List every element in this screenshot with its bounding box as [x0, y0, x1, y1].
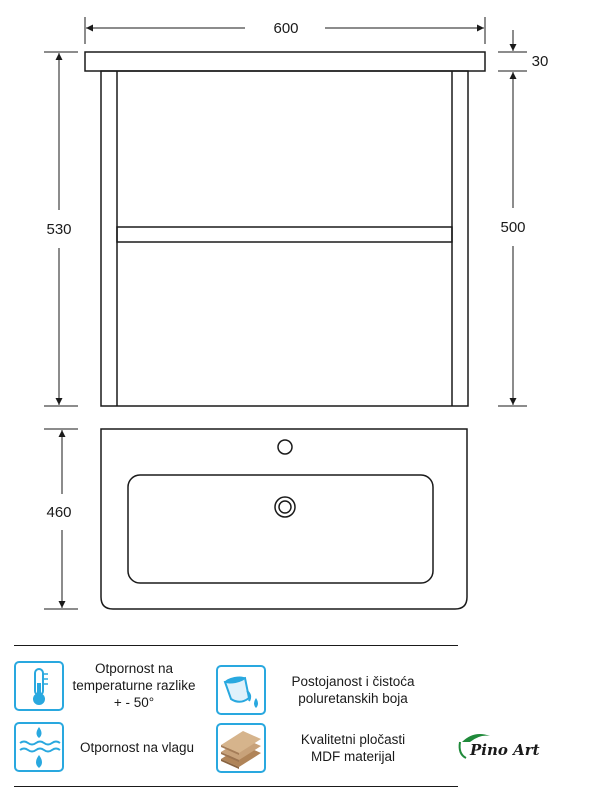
drain-inner — [278, 500, 292, 514]
width-dimension — [84, 17, 486, 44]
paint-bucket-icon — [216, 665, 266, 715]
features-bottom-divider — [14, 786, 458, 787]
cabinet-body — [100, 70, 469, 407]
feature-moisture: Otpornost na vlagu — [14, 722, 202, 772]
logo-text: Pino Art — [469, 741, 540, 759]
front-height-dimension — [498, 72, 527, 407]
top-thickness-dimension — [498, 30, 527, 72]
feature-mdf: Kvalitetni pločasti MDF materijal — [216, 723, 418, 773]
countertop — [84, 51, 486, 72]
faucet-hole — [277, 439, 293, 455]
basin-top-view — [100, 428, 468, 610]
thermometer-icon — [14, 660, 64, 711]
pino-art-logo: Pino Art — [458, 734, 540, 759]
basin-bowl — [127, 474, 434, 584]
feature-paint-label: Postojanost i čistoća poluretanskih boja — [291, 674, 415, 706]
feature-mdf-label: Kvalitetni pločasti MDF materijal — [300, 732, 406, 764]
feature-moisture-label: Otpornost na vlagu — [79, 739, 195, 755]
basin-depth-dimension — [44, 428, 78, 610]
water-drops-icon — [14, 722, 64, 772]
basin-outline — [100, 428, 468, 610]
width-label: 600 — [273, 20, 298, 37]
feature-temperature: Otpornost na temperaturne razlike + - 50… — [14, 660, 196, 711]
basin-depth-label: 460 — [46, 504, 71, 521]
front-height-label: 500 — [500, 219, 525, 236]
cabinet-front-view — [84, 51, 486, 407]
cabinet-height-label: 530 — [46, 221, 71, 238]
cabinet-height-dimension — [44, 51, 78, 407]
top-thickness-label: 30 — [532, 53, 549, 70]
drain-outer — [274, 496, 296, 518]
feature-temperature-label: Otpornost na temperaturne razlike + - 50… — [72, 661, 196, 710]
features-top-divider — [14, 645, 458, 646]
feature-paint: Postojanost i čistoća poluretanskih boja — [216, 665, 428, 715]
technical-drawing: 600 530 30 500 460 — [44, 17, 549, 610]
drawer-divider — [116, 226, 453, 243]
mdf-boards-icon — [216, 723, 266, 773]
